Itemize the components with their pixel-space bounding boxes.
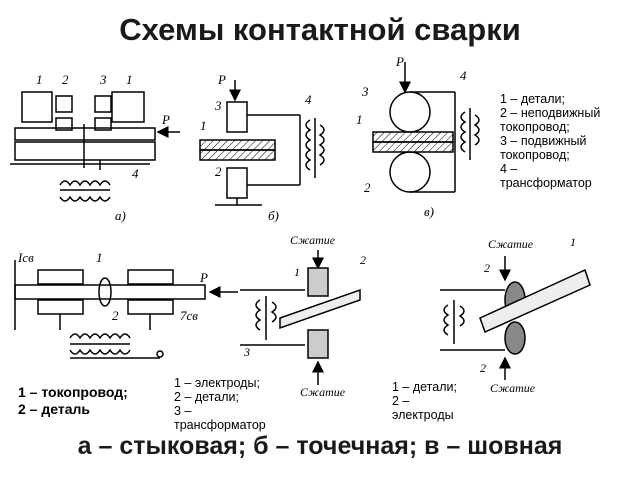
label-p-c: P [395,54,404,69]
legend-line: 2 – [392,394,410,408]
sub-label-b: б) [268,208,279,223]
seam-welding-labels: Сжатие 1 2 2 Сжатие [480,235,576,395]
label-3: 3 [99,72,107,87]
legend-line: трансформатор [500,176,592,190]
legend-line: 1 – токопровод; [18,384,128,400]
scheme-b-labels: P 3 1 2 4 б) [200,72,312,223]
figure-caption: а – стыковая; б – точечная; в – шовная [77,432,563,460]
label-3-e: 3 [243,345,250,359]
legend-seam: 1 – детали; 2 – электроды [392,380,457,422]
label-1b: 1 [126,72,133,87]
label-3-c: 3 [361,84,369,99]
current-label: Iсв [17,250,34,265]
label-2-f: 2 [484,261,490,275]
force-label-top: Сжатие [290,233,336,247]
legend-line: электроды [392,408,454,422]
legend-line: токопровод; [500,120,570,134]
spot-welding-scheme [240,250,361,385]
legend-line: 4 – [500,162,518,176]
legend-line: 1 – детали; [500,92,565,106]
scheme-b-spot-top [199,80,325,206]
label-p-b: P [217,72,226,87]
label-1-c: 1 [356,112,363,127]
legend-line: 3 – [174,404,192,418]
legend-line: 1 – детали; [392,380,457,394]
legend-spot: 1 – электроды; 2 – детали; 3 – трансформ… [174,376,266,432]
label-1: 1 [36,72,43,87]
seam-welding-scheme [440,256,591,380]
label-3-b: 3 [214,98,222,113]
label-2-e: 2 [360,253,366,267]
sub-label-a: а) [115,208,126,223]
force-label-top-r: Сжатие [488,237,534,251]
force-label-bottom: Сжатие [300,385,346,399]
label-p-d: P [199,270,208,285]
scheme-c-labels: P 3 1 2 4 в) [356,54,467,219]
label-4-c: 4 [460,68,467,83]
label-1-e: 1 [294,265,300,279]
label-2-b: 2 [215,164,222,179]
legend-butt: 1 – токопровод; 2 – деталь [18,384,128,418]
label-1-f: 1 [570,235,576,249]
legend-line: 2 – детали; [174,390,239,404]
label-1-d: 1 [96,250,103,265]
label-4-b: 4 [305,92,312,107]
tsv-label: 7св [180,308,198,323]
legend-top-right: 1 – детали; 2 – неподвижный токопровод; … [500,92,600,190]
label-2-c: 2 [364,180,371,195]
legend-line: 3 – подвижный [500,134,587,148]
legend-line: токопровод; [500,148,570,162]
butt-welding-labels: Iсв 1 P 2 7св [17,250,208,323]
sub-label-c: в) [424,204,434,219]
label-p: P [161,112,170,127]
butt-welding-scheme [14,260,238,359]
label-2-f2: 2 [480,361,486,375]
force-label-bottom-r: Сжатие [490,381,536,395]
label-4: 4 [132,166,139,181]
page-title: Схемы контактной сварки [119,12,521,47]
label-2-d: 2 [112,308,119,323]
legend-line: 2 – деталь [18,401,90,417]
label-2: 2 [62,72,69,87]
legend-line: 1 – электроды; [174,376,260,390]
scheme-c-seam-top [372,62,480,193]
scheme-a-labels: 1 2 3 1 P 4 а) [36,72,170,223]
spot-welding-labels: Сжатие 1 2 3 Сжатие [243,233,366,399]
legend-line: 2 – неподвижный [500,106,601,120]
label-1-b: 1 [200,118,207,133]
scheme-a-butt-top [10,91,180,202]
legend-line: трансформатор [174,418,266,432]
